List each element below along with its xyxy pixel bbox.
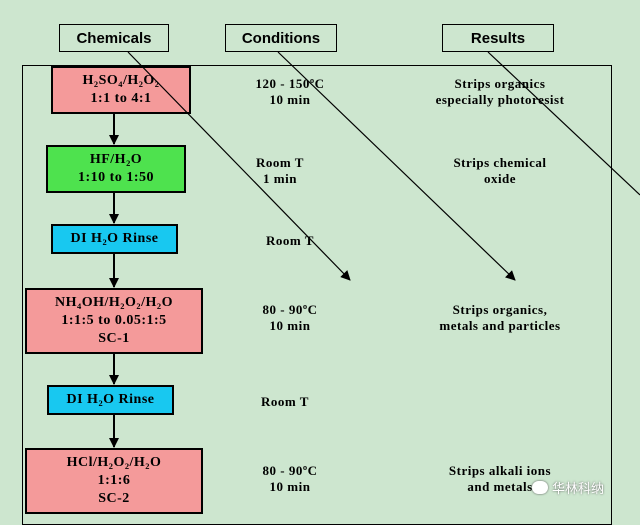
step-6-results: Strips alkali ions and metals bbox=[448, 463, 552, 494]
step-1-results: Strips organics especially photoresist bbox=[435, 76, 565, 107]
diagonal-results-line bbox=[487, 51, 640, 196]
step-1-conditions: 120 - 150ºC 10 min bbox=[255, 76, 325, 107]
step-5-chemical-box: DI H₂O Rinse bbox=[47, 385, 174, 415]
header-conditions: Conditions bbox=[225, 24, 337, 52]
header-results: Results bbox=[442, 24, 554, 52]
step-3-conditions: Room T bbox=[266, 233, 314, 248]
step-4-conditions: 80 - 90ºC 10 min bbox=[262, 302, 318, 333]
step-1-chemical-box: H₂SO₄/H₂O₂ 1:1 to 4:1 bbox=[51, 66, 191, 114]
step-2-results: Strips chemical oxide bbox=[453, 155, 547, 186]
step-6-conditions: 80 - 90ºC 10 min bbox=[262, 463, 318, 494]
step-2-conditions: Room T 1 min bbox=[256, 155, 304, 186]
step-5-conditions: Room T bbox=[261, 394, 309, 409]
step-3-chemical-box: DI H₂O Rinse bbox=[51, 224, 178, 254]
step-4-results: Strips organics, metals and particles bbox=[439, 302, 561, 333]
step-4-chemical-box: NH₄OH/H₂O₂/H₂O 1:1:5 to 0.05:1:5 SC-1 bbox=[25, 288, 203, 354]
diagonal-chemicals-arrow bbox=[127, 51, 351, 281]
header-chemicals: Chemicals bbox=[59, 24, 169, 52]
step-2-chemical-box: HF/H₂O 1:10 to 1:50 bbox=[46, 145, 186, 193]
wechat-icon bbox=[532, 481, 548, 494]
diagonal-conditions-arrow bbox=[277, 51, 516, 281]
step-6-chemical-box: HCl/H₂O₂/H₂O 1:1:6 SC-2 bbox=[25, 448, 203, 514]
watermark: 华林科纳 bbox=[532, 478, 604, 497]
